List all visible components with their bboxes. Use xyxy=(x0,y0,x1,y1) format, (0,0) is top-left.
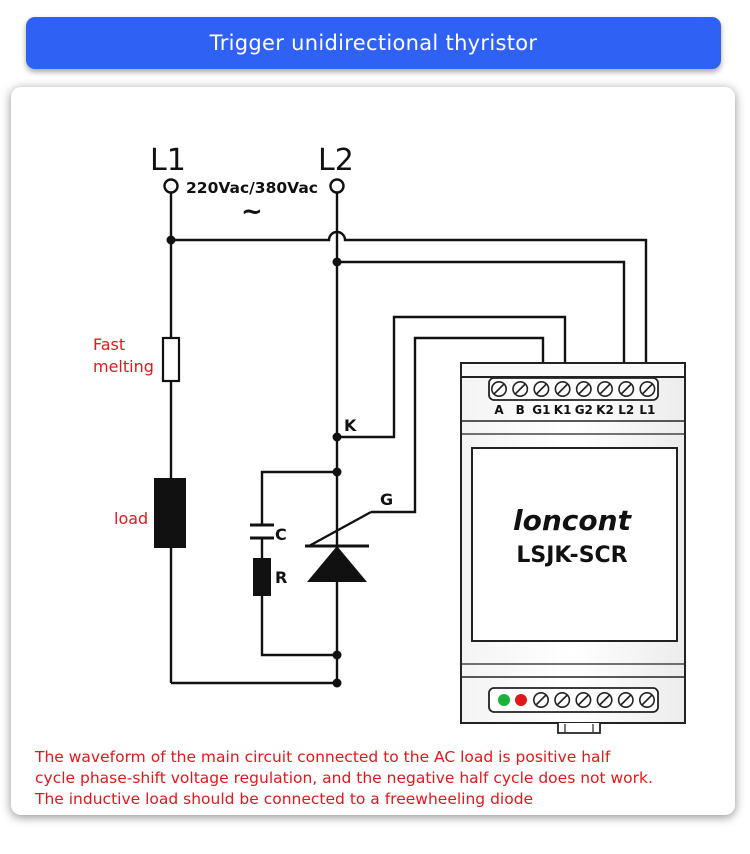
model-name: LSJK-SCR xyxy=(516,543,627,568)
resistor-symbol xyxy=(253,558,271,596)
screw-slot xyxy=(514,383,526,395)
terminal-label-g2: G2 xyxy=(575,403,593,417)
gate-lead xyxy=(308,510,372,548)
label-l1: L1 xyxy=(150,143,186,178)
junction-dot xyxy=(332,432,342,442)
junction-dot xyxy=(332,467,342,477)
junction-dot xyxy=(332,257,342,267)
screw-slot xyxy=(535,694,547,706)
terminal-label-b: B xyxy=(516,403,525,417)
junction-dot xyxy=(332,678,342,688)
terminal-label-k2: K2 xyxy=(596,403,614,417)
status-led-green xyxy=(498,694,510,706)
junction-dot xyxy=(332,650,342,660)
screw-slot xyxy=(641,694,653,706)
wire-snubber xyxy=(260,470,337,657)
wire-l1-module xyxy=(171,230,648,383)
top-terminal-screws xyxy=(490,380,656,397)
screw-slot xyxy=(599,383,611,395)
screw-slot xyxy=(620,383,632,395)
screw-slot xyxy=(599,694,611,706)
bottom-terminal-screws xyxy=(532,691,655,708)
terminal-label-l1: L1 xyxy=(639,403,655,417)
wire-l2-module xyxy=(337,260,626,383)
screw-slot xyxy=(556,694,568,706)
screw-slot xyxy=(578,383,590,395)
status-led-red xyxy=(515,694,527,706)
fuse-symbol xyxy=(161,336,181,383)
capacitor-symbol xyxy=(250,523,274,540)
label-gate: G xyxy=(380,490,393,509)
page-title: Trigger unidirectional thyristor xyxy=(209,31,538,55)
brand-logo: loncont xyxy=(513,504,633,537)
din-clip xyxy=(557,723,601,734)
label-l2: L2 xyxy=(318,143,354,178)
label-resistor: R xyxy=(275,568,287,587)
label-cathode: K xyxy=(344,416,357,435)
wire-g-module xyxy=(371,336,545,514)
terminal-label-g1: G1 xyxy=(532,403,550,417)
wires xyxy=(169,193,648,685)
terminal-l1 xyxy=(163,178,179,194)
fuse-label: Fast melting xyxy=(93,335,154,376)
screw-slot xyxy=(535,383,547,395)
load-label: load xyxy=(114,509,149,528)
title-banner: Trigger unidirectional thyristor xyxy=(26,17,721,69)
description-note: The waveform of the main circuit connect… xyxy=(35,747,653,810)
junction-dot xyxy=(166,235,176,245)
screw-slot xyxy=(577,694,589,706)
screw-slot xyxy=(641,383,653,395)
label-voltage: 220Vac/380Vac xyxy=(186,179,318,197)
label-capacitor: C xyxy=(275,525,287,544)
terminal-l2 xyxy=(329,178,345,194)
junction-dots xyxy=(166,235,342,688)
terminal-label-k1: K1 xyxy=(554,403,572,417)
load-symbol xyxy=(154,478,186,548)
note-line: The waveform of the main circuit connect… xyxy=(35,748,611,766)
wire-k-module xyxy=(337,315,567,439)
screw-slot xyxy=(620,694,632,706)
screw-slot xyxy=(493,383,505,395)
note-line: cycle phase-shift voltage regulation, an… xyxy=(35,769,653,787)
note-line: The inductive load should be connected t… xyxy=(35,790,534,808)
thyristor-symbol xyxy=(305,544,369,582)
ac-symbol: ~ xyxy=(241,197,263,227)
terminal-label-l2: L2 xyxy=(618,403,634,417)
terminal-label-a: A xyxy=(494,403,504,417)
screw-slot xyxy=(557,383,569,395)
